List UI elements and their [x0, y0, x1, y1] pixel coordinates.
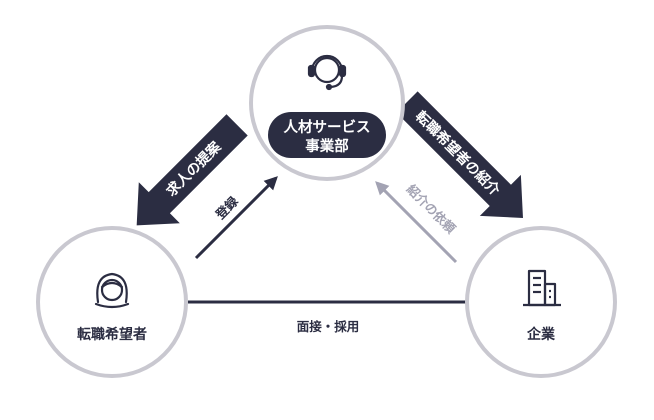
center-label-pill — [268, 112, 386, 158]
jobseeker-node-ring — [36, 226, 188, 378]
registration-arrow — [194, 176, 278, 260]
headset-person-icon — [307, 54, 347, 91]
building-icon — [523, 269, 561, 307]
interview-label: 面接・採用 — [297, 319, 360, 334]
center-label-line1: 人材サービス — [284, 118, 371, 136]
company-node-ring — [465, 226, 617, 378]
center-label-line2: 事業部 — [305, 137, 349, 155]
request-label: 紹介の依頼 — [404, 181, 459, 236]
jobseeker-label: 転職希望者 — [77, 326, 147, 343]
person-icon — [94, 272, 130, 309]
company-label: 企業 — [526, 326, 556, 343]
jobseeker-node: 転職希望者 — [36, 226, 188, 378]
proposal-block-arrow: 求人の提案 — [136, 114, 248, 226]
introduction-label: 転職希望者の紹介 — [412, 108, 504, 200]
request-arrow — [375, 181, 458, 264]
company-node: 企業 — [465, 226, 617, 378]
center-node: 人材サービス 事業部 — [249, 25, 405, 181]
